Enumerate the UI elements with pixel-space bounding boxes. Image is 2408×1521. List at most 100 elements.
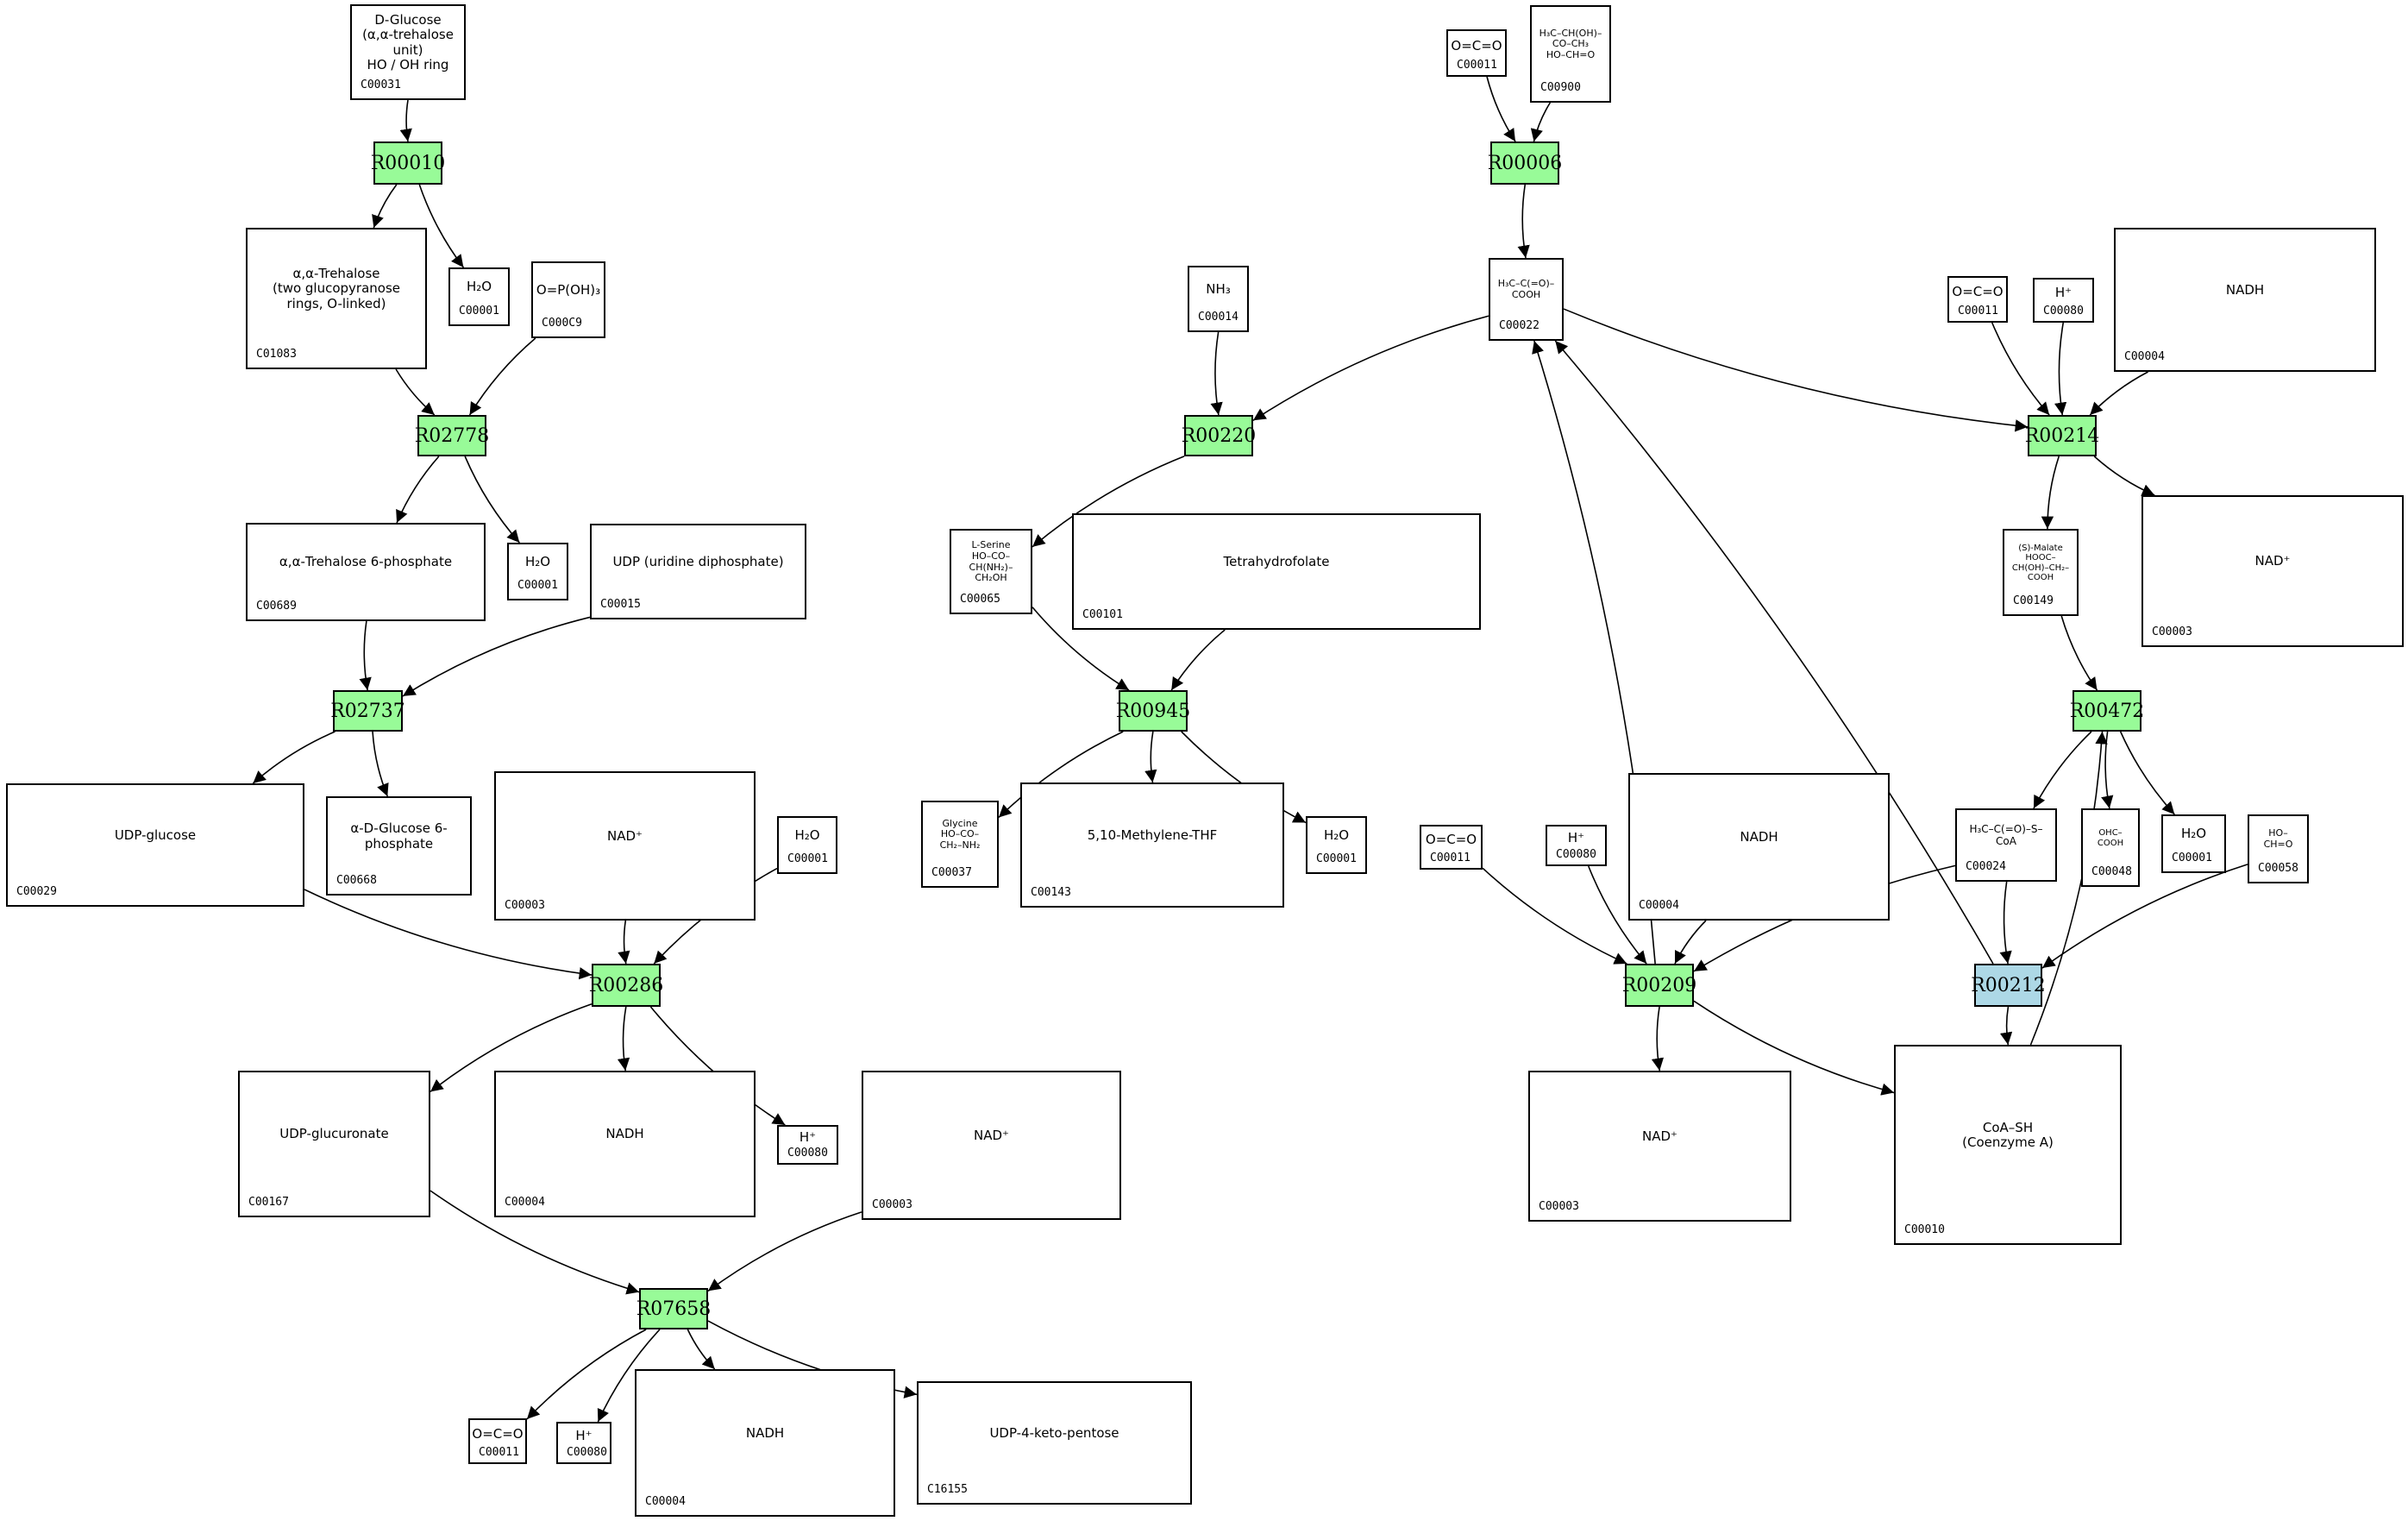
compound-node[interactable]: NAD⁺C00003	[1528, 1071, 1791, 1222]
edge-arrow	[1032, 456, 1185, 548]
compound-structure: H₂O	[524, 553, 551, 569]
reaction-node[interactable]: R00214	[2025, 415, 2099, 456]
compound-node[interactable]: H⁺C00080	[2033, 278, 2094, 323]
compound-id: C00022	[1499, 319, 1539, 332]
edge-arrow	[430, 1002, 593, 1093]
reaction-node[interactable]: R00209	[1621, 964, 1697, 1007]
edge-arrow	[1032, 607, 1130, 691]
compound-structure: H₃C–C(=O)–COOH	[1497, 278, 1555, 300]
reaction-node[interactable]: R07658	[636, 1288, 711, 1329]
edge-arrow	[687, 1329, 716, 1370]
compound-node[interactable]: H⁺C00080	[1546, 825, 1607, 866]
compound-structure: NAD⁺	[607, 827, 643, 844]
reaction-node[interactable]: R02778	[415, 415, 489, 456]
edge-arrow	[707, 1211, 862, 1292]
reaction-label: R07658	[636, 1298, 712, 1320]
compound-structure: α,α-Trehalose (two glucopyranose rings, …	[272, 266, 401, 311]
edge-arrow	[1588, 865, 1647, 965]
compound-structure: α-D-Glucose 6-phosphate	[350, 820, 448, 852]
reaction-node[interactable]: R00286	[589, 964, 663, 1007]
compound-structure: NADH	[1740, 828, 1778, 845]
reaction-label: R00209	[1621, 974, 1697, 996]
compound-node[interactable]: NAD⁺C00003	[862, 1071, 1121, 1220]
compound-node[interactable]: UDP (uridine diphosphate)C00015	[590, 524, 806, 619]
compound-structure: H₂O	[794, 826, 820, 843]
compound-id: C00004	[645, 1495, 686, 1508]
compound-id: C00011	[1457, 59, 1497, 72]
edge-arrow	[1486, 76, 1516, 142]
reaction-node[interactable]: R00945	[1116, 690, 1190, 732]
compound-node[interactable]: NAD⁺C00003	[2141, 495, 2404, 647]
reaction-node[interactable]: R02737	[330, 690, 405, 732]
compound-structure: NAD⁺	[2254, 553, 2291, 569]
compound-id: C00004	[505, 1196, 545, 1209]
edge-arrow	[2060, 615, 2098, 691]
compound-structure: UDP-glucose	[114, 826, 197, 843]
reaction-node[interactable]: R00220	[1182, 415, 1256, 456]
compound-node[interactable]: H₂O C00001	[2161, 814, 2226, 873]
compound-structure: H₂O	[2180, 826, 2207, 842]
compound-id: C00001	[2172, 852, 2212, 864]
compound-node[interactable]: CoA–SH (Coenzyme A)C00010	[1894, 1045, 2122, 1245]
compound-structure: Glycine HO–CO–CH₂–NH₂	[939, 817, 981, 851]
compound-structure: NAD⁺	[974, 1127, 1009, 1143]
compound-node[interactable]: α,α-Trehalose (two glucopyranose rings, …	[246, 228, 427, 369]
reaction-label: R00212	[1971, 974, 2046, 996]
compound-id: C00001	[787, 852, 828, 865]
compound-structure: UDP-glucuronate	[279, 1126, 389, 1142]
edge-arrow	[402, 616, 591, 697]
compound-id: C00031	[361, 79, 401, 91]
compound-structure: UDP (uridine diphosphate)	[612, 553, 784, 569]
reaction-label: R02737	[330, 700, 405, 722]
compound-node[interactable]: H₂O C00001	[777, 816, 837, 874]
edge-arrow	[399, 99, 412, 142]
reaction-node[interactable]: R00010	[371, 141, 445, 185]
compound-node[interactable]: NAD⁺C00003	[494, 771, 756, 921]
edge-arrow	[464, 456, 520, 544]
reaction-node-highlighted[interactable]: R00212	[1971, 964, 2046, 1007]
edge-arrow	[304, 889, 593, 980]
compound-node[interactable]: D-Glucose (α,α-trehalose unit) HO / OH r…	[350, 4, 466, 100]
compound-structure: D-Glucose (α,α-trehalose unit) HO / OH r…	[362, 12, 454, 72]
compound-node[interactable]: H⁺C00080	[777, 1125, 838, 1165]
reaction-node[interactable]: R00472	[2070, 690, 2144, 732]
compound-structure: O=C=O	[472, 1425, 524, 1442]
compound-id: C01083	[256, 348, 297, 361]
compound-node[interactable]: H⁺C00080	[556, 1422, 611, 1464]
compound-id: C00689	[256, 600, 297, 613]
reaction-label: R00010	[370, 152, 446, 174]
compound-id: C00080	[1556, 848, 1596, 861]
edge-arrow	[372, 184, 398, 229]
reaction-node[interactable]: R00006	[1488, 141, 1562, 185]
edge-arrow	[1252, 315, 1489, 421]
compound-id: C00011	[1958, 305, 1998, 317]
compound-node[interactable]: H₃C–C(=O)–COOH C00022	[1489, 258, 1564, 341]
